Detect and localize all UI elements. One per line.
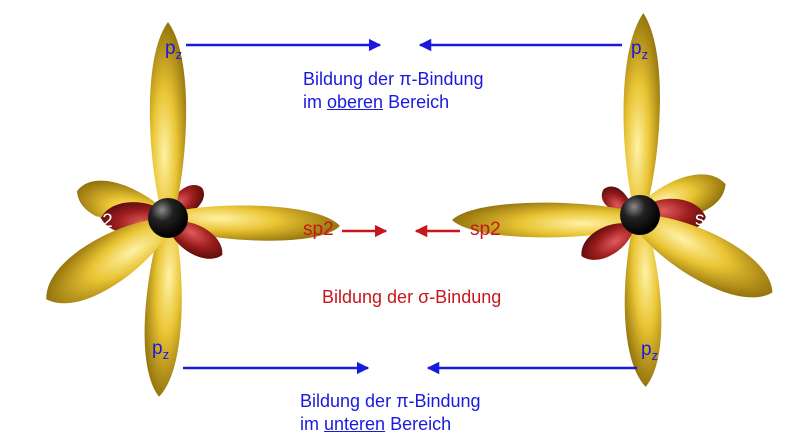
left-sp2-front-lobe [46, 218, 170, 304]
label-sp2-left-inner: sp2 [303, 219, 334, 240]
caption-pi-bottom-line2: im unteren Bereich [300, 414, 452, 434]
label-sp2-right-inner: sp2 [470, 219, 501, 240]
label-sp2-left-outer: sp2 [82, 211, 113, 232]
caption-pi-top-line2: im oberen Bereich [303, 92, 450, 112]
caption-pi-bottom: Bildung der π-Bindung im unteren Bereich [300, 390, 481, 436]
left-sp2-right-lobe [167, 205, 340, 241]
left-pz-top-lobe [149, 22, 187, 210]
right-pz-bottom-lobe [624, 224, 662, 387]
label-pz-left-top: pz [165, 38, 183, 62]
caption-pi-bottom-line1: Bildung der π-Bindung [300, 391, 481, 411]
right-sp2-left-lobe [452, 202, 638, 238]
caption-pi-top-line1: Bildung der π-Bindung [303, 69, 484, 89]
label-pz-right-bottom: pz [641, 339, 659, 363]
label-sp2-right-outer: sp2 [695, 209, 726, 230]
caption-pi-top: Bildung der π-Bindung im oberen Bereich [303, 68, 484, 114]
right-carbon [452, 13, 773, 387]
right-nucleus [620, 195, 660, 235]
left-nucleus [148, 198, 188, 238]
right-sp2-front-lobe [636, 214, 773, 298]
right-pz-top-lobe [623, 13, 660, 206]
right-front-small-lobe [581, 223, 633, 260]
label-pz-right-top: pz [631, 38, 649, 62]
left-carbon [46, 22, 340, 397]
left-pz-bottom-lobe [144, 224, 182, 397]
label-pz-left-bottom: pz [152, 338, 170, 362]
caption-sigma: Bildung der σ-Bindung [322, 287, 502, 307]
